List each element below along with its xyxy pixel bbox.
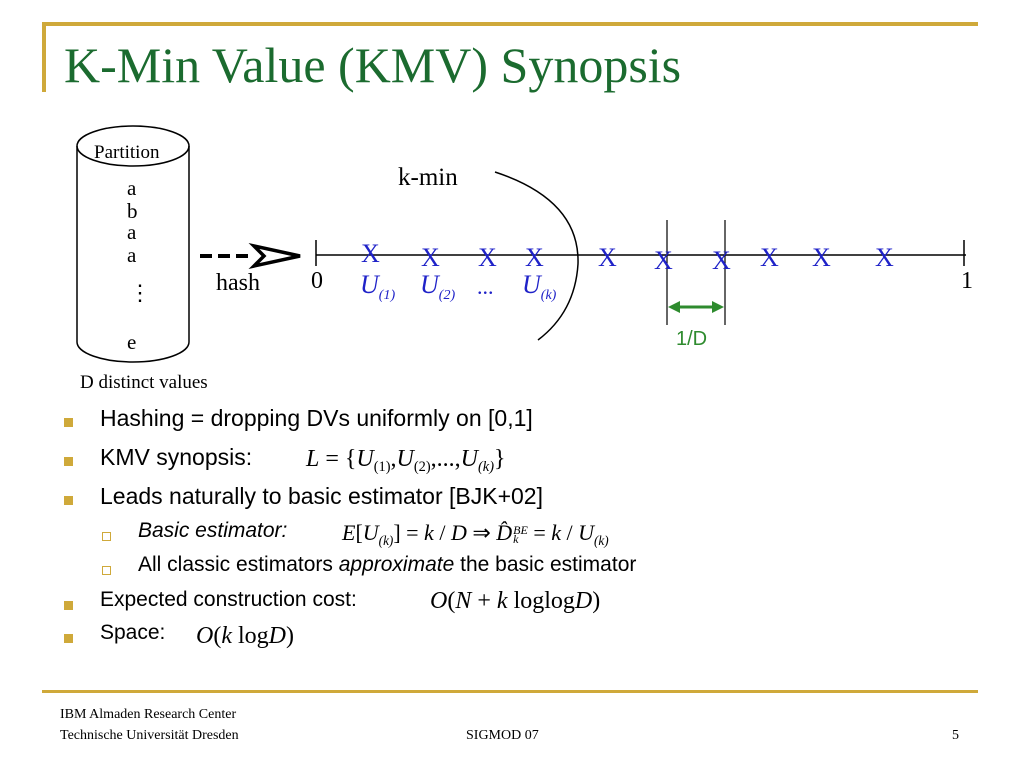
hash-point-mark: X [478,243,497,272]
partition-label: Partition [94,142,160,163]
partition-item: a [127,220,137,244]
footer-org-tud: Technische Universität Dresden [60,728,239,743]
kmin-label: k-min [398,164,458,191]
hash-point-mark: X [598,243,617,272]
slide-title: K-Min Value (KMV) Synopsis [64,37,682,93]
kmv-diagram [76,125,966,363]
sub-bullet-classic-estimators: All classic estimators approximate the b… [138,553,637,576]
order-stat-uk: U(k) [522,270,557,303]
bullet-square-icon [64,496,73,505]
footer-venue: SIGMOD 07 [466,728,539,743]
accent-bar-vertical [42,22,46,92]
kmin-arc [494,171,579,341]
interval-end-label: 1 [961,268,973,294]
hash-point-mark: X [760,243,779,272]
hash-arrow [200,243,301,269]
hash-point-mark: X [875,243,894,272]
sub-bullet-icon [102,532,111,541]
hash-point-mark: X [812,243,831,272]
sub-bullet-icon [102,566,111,575]
interval-start-label: 0 [311,268,323,294]
accent-bar-horizontal [42,22,978,26]
bullet-basic-estimator: Leads naturally to basic estimator [BJK+… [100,483,543,509]
order-stat-u2: U(2) [420,270,456,303]
footer-divider [42,690,978,693]
distinct-values-caption: D distinct values [80,372,208,393]
partition-ellipsis: ⋮ [129,280,151,305]
bullet-space: Space: [100,621,166,644]
bullet-construction-cost: Expected construction cost: [100,588,357,611]
gap-label: 1/D [676,328,708,350]
bullet-kmv-synopsis: KMV synopsis: [100,444,253,470]
bullet-hashing: Hashing = dropping DVs uniformly on [0,1… [100,405,533,431]
sub-bullet-basic-estimator: Basic estimator: [138,519,288,542]
hash-label: hash [216,270,260,296]
partition-cylinder [76,125,190,363]
formula-kmv-set: L = {U(1),U(2),...,U(k)} [306,446,506,475]
gap-marker [666,220,726,325]
formula-space: O(k logD) [196,623,295,649]
hash-point-mark: X [525,243,544,272]
formula-construction-cost: O(N + k loglogD) [430,588,601,614]
hash-point-mark: X [361,239,380,268]
hash-point-mark: X [712,246,731,275]
hash-point-mark: X [421,243,440,272]
partition-item: b [127,199,138,223]
bullet-square-icon [64,601,73,610]
unit-interval-line [315,240,966,266]
partition-item: e [127,330,137,354]
partition-item: a [127,243,137,267]
bullet-square-icon [64,457,73,466]
hash-point-mark: X [654,246,673,275]
order-stat-ellipsis: ... [477,274,494,299]
order-stat-u1: U(1) [360,270,396,303]
bullet-square-icon [64,418,73,427]
footer-org-ibm: IBM Almaden Research Center [60,707,237,722]
partition-item: a [127,176,137,200]
bullet-square-icon [64,634,73,643]
footer-page-number: 5 [952,728,959,743]
